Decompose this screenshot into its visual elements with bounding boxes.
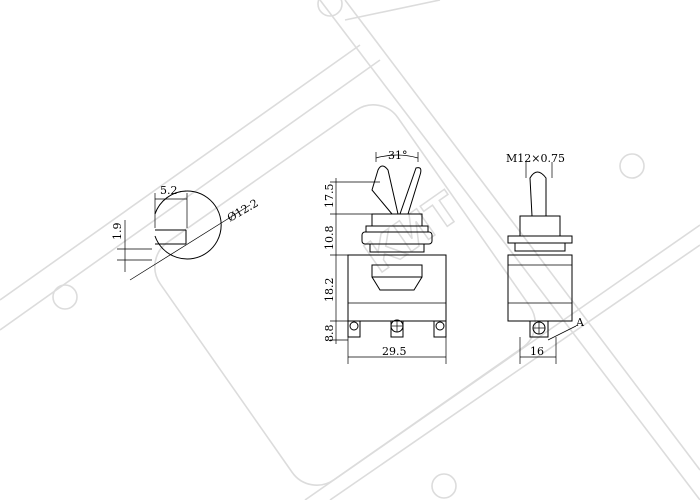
slot-width-label: 5.2 xyxy=(160,184,178,197)
terminal-height-label: 8.8 xyxy=(323,325,336,343)
side-width-label: 16 xyxy=(530,345,544,358)
hole-diameter-label: Ø12.2 xyxy=(225,197,261,225)
lever-height-label: 17.5 xyxy=(323,184,336,209)
lever-right xyxy=(399,167,422,215)
width-label: 29.5 xyxy=(382,345,407,358)
side-lever xyxy=(529,171,547,217)
bushing-height-label: 10.8 xyxy=(323,226,336,251)
slot-depth-label: 1.9 xyxy=(111,223,124,241)
lever-left xyxy=(371,165,399,215)
thread-label: M12×0.75 xyxy=(506,152,565,165)
front-view: 31° 17.5 10.8 18.2 8.8 2 xyxy=(323,149,447,364)
hole-cutout-view: 5.2 1.9 Ø12.2 xyxy=(111,184,261,281)
detail-label-a: A xyxy=(575,316,585,329)
hole-circle xyxy=(154,190,222,260)
lever-angle-label: 31° xyxy=(388,149,408,162)
terminals-front xyxy=(347,319,447,338)
body-height-label: 18.2 xyxy=(323,278,336,303)
side-view: M12×0.75 16 A xyxy=(506,152,585,364)
